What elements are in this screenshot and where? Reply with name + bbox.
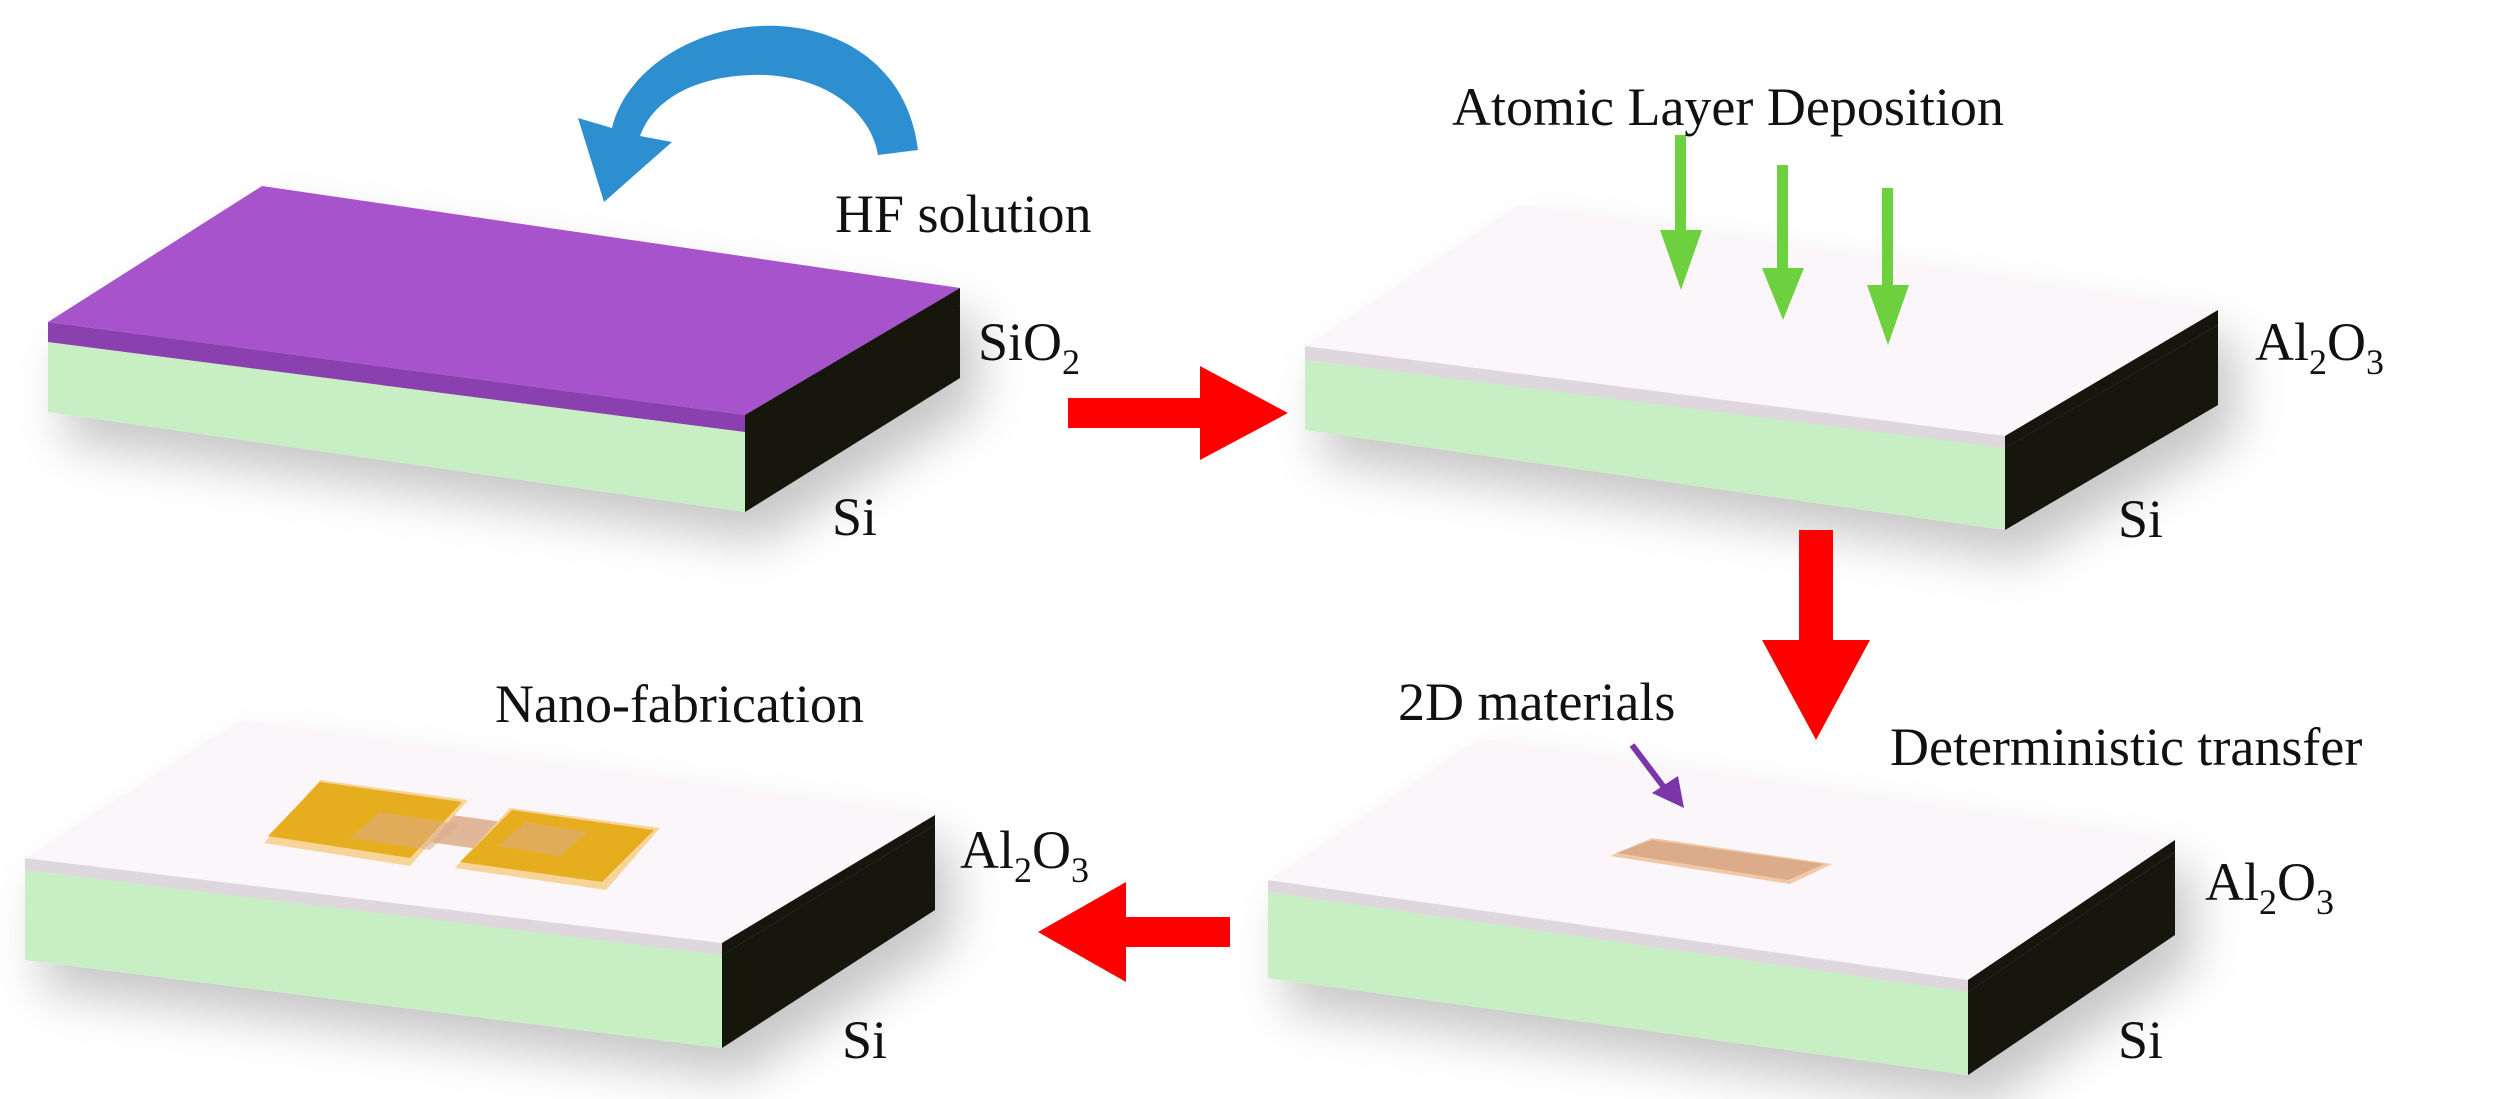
al2o3-front-face <box>1305 346 2005 448</box>
process-arrow-down <box>1762 530 1870 740</box>
2d-material-flake <box>1610 838 1832 884</box>
hf-solution-label: HF solution <box>835 184 1092 244</box>
si-side-face <box>1968 852 2175 1075</box>
si-front-face <box>48 342 745 512</box>
wafer-al2o3-si-device <box>25 720 935 1048</box>
ald-arrow <box>1762 165 1804 320</box>
process-arrow-right <box>1068 366 1288 460</box>
source-contact <box>264 780 468 866</box>
si-substrate-label: Si <box>2118 489 2163 549</box>
wafer-sio2-si <box>48 186 960 512</box>
drain-contact <box>455 808 660 890</box>
al2o3-layer-label: Al2O3 <box>2255 312 2384 382</box>
al2o3-top-face <box>1305 204 2218 436</box>
al2o3-layer-label: Al2O3 <box>2205 852 2334 922</box>
ald-label: Atomic Layer Deposition <box>1452 77 2004 137</box>
deterministic-transfer-label: Deterministic transfer <box>1890 717 2362 777</box>
2d-materials-label: 2D materials <box>1398 672 1675 732</box>
al2o3-layer-label: Al2O3 <box>960 820 1089 890</box>
al2o3-side-face <box>1968 840 2175 992</box>
sio2-front-face <box>48 322 745 432</box>
si-substrate-label: Si <box>2118 1010 2163 1070</box>
al2o3-front-face <box>25 858 722 955</box>
hf-etch-curved-arrow <box>578 25 918 202</box>
wafer-al2o3-si-transfer <box>1268 738 2175 1075</box>
ald-arrow <box>1867 188 1909 345</box>
al2o3-front-face <box>1268 880 1968 992</box>
si-side-face <box>2005 325 2218 530</box>
sio2-layer-label: SiO2 <box>978 312 1080 382</box>
2d-materials-pointer-arrow <box>1629 743 1684 808</box>
fabricated-device <box>264 780 660 890</box>
nano-fabrication-label: Nano-fabrication <box>495 674 864 734</box>
ald-arrow <box>1660 135 1702 290</box>
si-front-face <box>1268 892 1968 1075</box>
si-substrate-label: Si <box>832 487 877 547</box>
wafer-al2o3-si-ald <box>1305 204 2218 530</box>
si-front-face <box>25 870 722 1048</box>
sio2-side-face <box>745 288 960 432</box>
si-side-face <box>745 305 960 512</box>
process-arrow-left <box>1038 882 1230 982</box>
si-substrate-label: Si <box>842 1010 887 1070</box>
si-front-face <box>1305 360 2005 530</box>
al2o3-side-face <box>2005 310 2218 448</box>
sio2-top-face <box>48 186 960 415</box>
si-side-face <box>722 825 935 1048</box>
al2o3-side-face <box>722 815 935 955</box>
